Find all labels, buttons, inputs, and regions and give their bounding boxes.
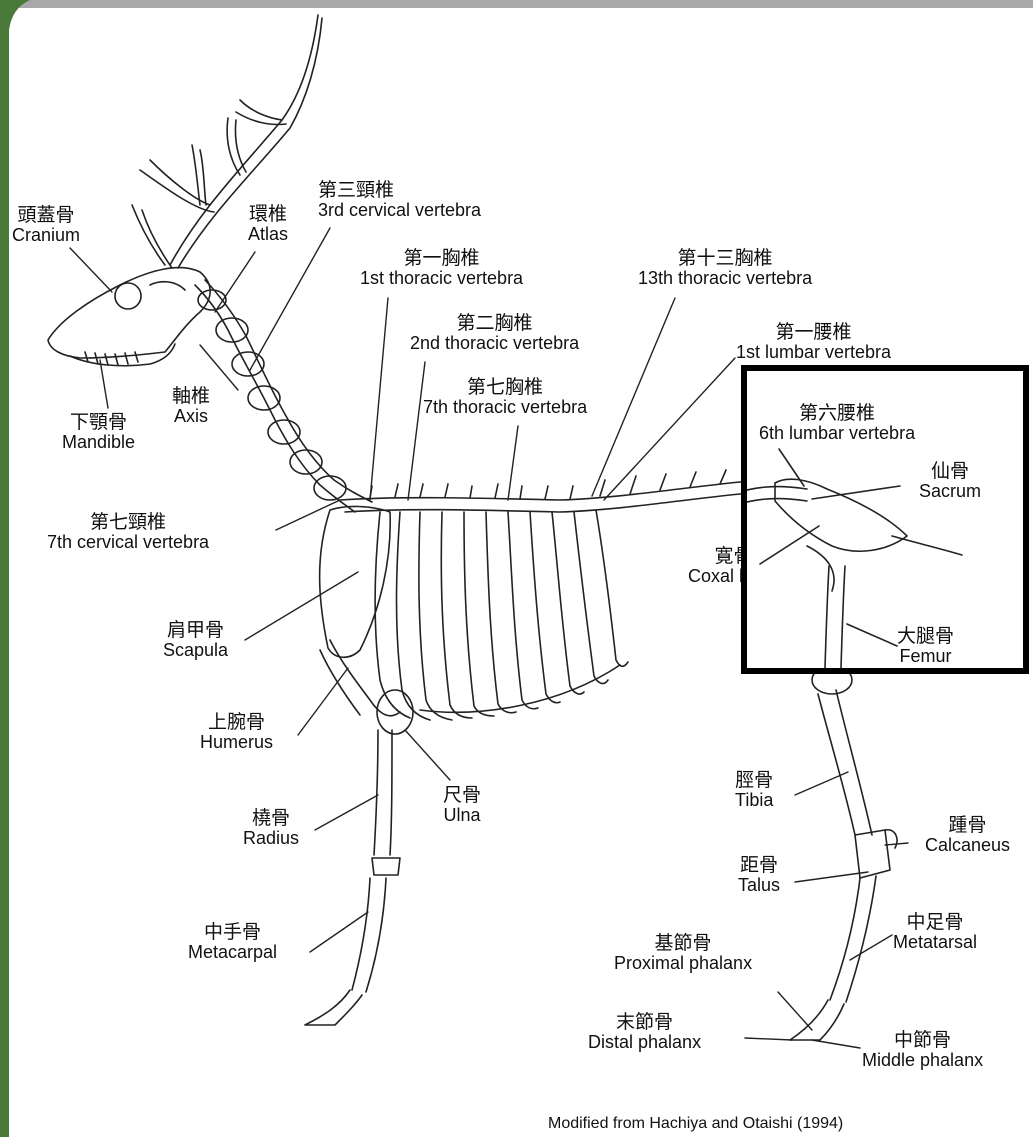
label-atlas-jp: 環椎 [249,203,288,225]
label-2nd-thoracic-jp: 第二胸椎 [456,312,533,334]
label-2nd-thoracic-en: 2nd thoracic vertebra [410,332,580,353]
label-mandible-en: Mandible [62,431,136,452]
label-6th-lumbar-jp: 第六腰椎 [799,402,876,424]
label-3rd-cervical: 第三頸椎 3rd cervical vertebra [318,180,481,220]
label-axis-jp: 軸椎 [172,385,211,407]
label-1st-thoracic-en: 1st thoracic vertebra [360,267,524,288]
label-talus-jp: 距骨 [740,854,779,876]
label-13th-thoracic-en: 13th thoracic vertebra [638,267,813,288]
label-tibia-en: Tibia [735,789,774,810]
label-middle-phalanx-jp: 中節骨 [894,1029,952,1051]
label-radius: 橈骨 Radius [243,808,299,848]
label-scapula-jp: 肩甲骨 [167,619,225,641]
label-distal-phalanx: 末節骨 Distal phalanx [588,1012,701,1052]
label-ulna-jp: 尺骨 [443,784,482,806]
label-talus: 距骨 Talus [738,855,780,895]
label-calcaneus-en: Calcaneus [925,834,1011,855]
label-3rd-cervical-en: 3rd cervical vertebra [318,199,482,220]
rib-cage-drawing [374,509,629,721]
label-humerus-jp: 上腕骨 [208,711,266,733]
label-calcaneus: 踵骨 Calcaneus [925,815,1010,855]
label-femur: 大腿骨 Femur [897,626,954,666]
label-7th-cervical-en: 7th cervical vertebra [47,531,210,552]
label-7th-thoracic-jp: 第七胸椎 [467,376,544,398]
label-proximal-phalanx: 基節骨 Proximal phalanx [614,933,752,973]
label-radius-jp: 橈骨 [252,807,291,829]
label-tibia: 脛骨 Tibia [735,770,773,810]
label-13th-thoracic-jp: 第十三胸椎 [677,247,773,269]
label-mandible: 下顎骨 Mandible [62,412,135,452]
front-leg-drawing [304,505,414,1026]
label-metacarpal: 中手骨 Metacarpal [188,922,277,962]
label-7th-cervical-jp: 第七頸椎 [90,511,167,533]
label-cranium-jp: 頭蓋骨 [17,204,75,226]
label-femur-en: Femur [899,645,952,666]
label-1st-lumbar: 第一腰椎 1st lumbar vertebra [736,322,891,362]
label-scapula-en: Scapula [163,639,229,660]
label-atlas-en: Atlas [248,223,289,244]
label-1st-thoracic-jp: 第一胸椎 [403,247,480,269]
label-metacarpal-en: Metacarpal [188,941,278,962]
cervical-vertebrae-drawing [194,279,373,513]
label-mandible-jp: 下顎骨 [70,411,128,433]
highlight-box: 第六腰椎 6th lumbar vertebra 仙骨 Sacrum 大腿骨 F… [741,365,1029,674]
label-7th-thoracic-en: 7th thoracic vertebra [423,396,588,417]
label-2nd-thoracic: 第二胸椎 2nd thoracic vertebra [410,313,579,353]
label-tibia-jp: 脛骨 [735,769,774,791]
label-7th-cervical: 第七頸椎 7th cervical vertebra [47,512,209,552]
label-13th-thoracic: 第十三胸椎 13th thoracic vertebra [638,248,812,288]
label-7th-thoracic: 第七胸椎 7th thoracic vertebra [423,377,587,417]
label-proximal-phalanx-jp: 基節骨 [654,932,712,954]
label-humerus-en: Humerus [200,731,274,752]
label-3rd-cervical-jp: 第三頸椎 [318,179,395,201]
label-sacrum: 仙骨 Sacrum [919,461,981,501]
skull-drawing [47,266,211,367]
label-distal-phalanx-en: Distal phalanx [588,1031,702,1052]
label-distal-phalanx-jp: 末節骨 [616,1011,674,1033]
antler-drawing [131,14,323,269]
label-6th-lumbar-en: 6th lumbar vertebra [759,422,916,443]
label-proximal-phalanx-en: Proximal phalanx [614,952,753,973]
label-axis-en: Axis [174,405,209,426]
label-1st-thoracic: 第一胸椎 1st thoracic vertebra [360,248,523,288]
label-axis: 軸椎 Axis [172,386,210,426]
label-calcaneus-jp: 踵骨 [948,814,987,836]
label-sacrum-jp: 仙骨 [931,460,970,482]
label-radius-en: Radius [243,827,300,848]
label-sacrum-en: Sacrum [919,480,982,501]
label-metatarsal-jp: 中足骨 [906,911,964,933]
label-femur-jp: 大腿骨 [897,625,955,647]
label-atlas: 環椎 Atlas [248,204,288,244]
label-metacarpal-jp: 中手骨 [204,921,262,943]
label-middle-phalanx: 中節骨 Middle phalanx [862,1030,983,1070]
label-ulna: 尺骨 Ulna [443,785,481,825]
label-ulna-en: Ulna [443,804,481,825]
source-credit: Modified from Hachiya and Otaishi (1994) [548,1115,844,1132]
label-6th-lumbar: 第六腰椎 6th lumbar vertebra [759,403,915,443]
highlight-box-drawing [747,448,963,668]
label-metatarsal-en: Metatarsal [893,931,978,952]
label-cranium: 頭蓋骨 Cranium [12,205,80,245]
label-1st-lumbar-en: 1st lumbar vertebra [736,341,892,362]
label-1st-lumbar-jp: 第一腰椎 [775,321,852,343]
label-cranium-en: Cranium [12,224,81,245]
label-scapula: 肩甲骨 Scapula [163,620,228,660]
label-metatarsal: 中足骨 Metatarsal [893,912,977,952]
label-middle-phalanx-en: Middle phalanx [862,1049,984,1070]
label-humerus: 上腕骨 Humerus [200,712,273,752]
label-talus-en: Talus [738,874,781,895]
